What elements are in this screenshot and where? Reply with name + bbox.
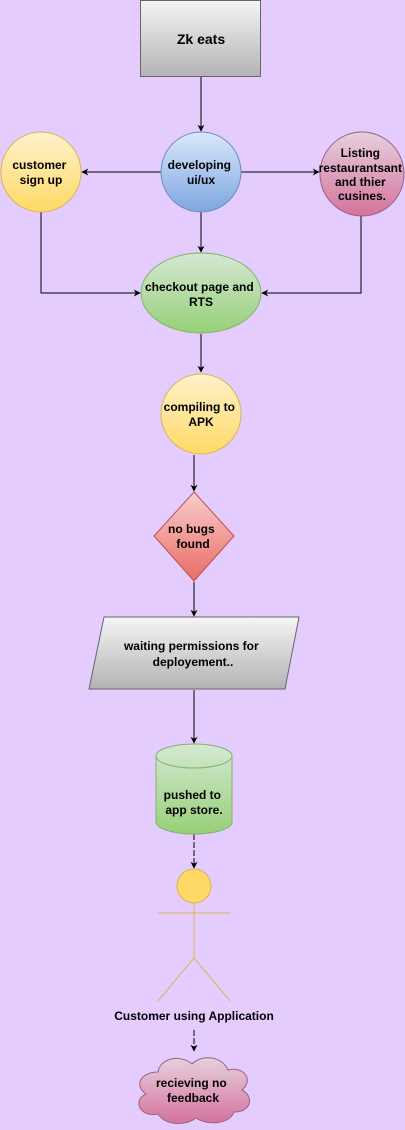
checkout-label: checkout page and RTS: [145, 280, 257, 309]
no-bugs-diamond: [153, 491, 235, 582]
feedback-line-1: recieving no: [156, 1076, 227, 1090]
no-bugs-line-1: no bugs: [168, 522, 215, 536]
listing-label: Listing restaurantsant and thier cusines…: [319, 146, 405, 203]
checkout-line-2: RTS: [189, 295, 213, 309]
cylinder-top-rim: [155, 755, 233, 769]
feedback-line-2: feedback: [167, 1091, 219, 1105]
customer-signup-line-2: sign up: [20, 173, 63, 187]
listing-line-3: and thier: [335, 175, 386, 189]
compiling-circle: [160, 373, 242, 455]
customer-signup-line-1: customer: [12, 158, 66, 172]
pushed-label: pushed to app store.: [164, 788, 225, 817]
node-no-bugs-decision: no bugs found: [153, 491, 235, 582]
arrow-signup-to-checkout: [40, 212, 141, 297]
actor-right-leg: [193, 957, 231, 1002]
no-bugs-line-2: found: [176, 537, 209, 551]
connectors: [40, 77, 362, 1052]
feedback-label: recieving no feedback: [156, 1076, 230, 1105]
node-feedback-cloud: recieving no feedback: [138, 1057, 250, 1124]
listing-line-1: Listing: [341, 146, 380, 160]
node-compiling-apk: compiling to APK: [160, 373, 242, 455]
developing-circle: [160, 131, 242, 213]
zk-eats-box: [140, 0, 261, 77]
listing-circle: [319, 131, 405, 217]
actor-left-leg: [157, 957, 195, 1002]
compiling-line-1: compiling to: [164, 400, 235, 414]
actor-label: Customer using Application: [114, 1009, 274, 1023]
actor-head: [176, 868, 212, 904]
waiting-line-2: deployement..: [153, 655, 234, 669]
node-listing-restaurants: Listing restaurantsant and thier cusines…: [319, 131, 405, 217]
zk-eats-label: Zk eats: [177, 31, 225, 47]
node-app-store-cylinder: pushed to app store.: [155, 743, 233, 835]
feedback-cloud-shape: [138, 1057, 250, 1124]
developing-line-1: developing: [168, 158, 231, 172]
checkout-line-1: checkout page and: [145, 280, 254, 294]
customer-signup-circle: [0, 131, 82, 213]
no-bugs-label: no bugs found: [168, 522, 218, 551]
node-customer-signup: customer sign up: [0, 131, 82, 213]
arrow-listing-to-checkout: [261, 216, 362, 297]
listing-line-2: restaurantsant: [319, 161, 402, 175]
compiling-line-2: APK: [188, 415, 214, 429]
compiling-label: compiling to APK: [164, 400, 239, 429]
developing-label: developing ui/ux: [168, 158, 235, 187]
node-checkout-page: checkout page and RTS: [140, 252, 262, 334]
waiting-label: waiting permissions for deployement..: [123, 639, 262, 669]
waiting-line-1: waiting permissions for: [123, 639, 259, 653]
listing-line-4: cusines.: [338, 189, 386, 203]
node-zk-eats: Zk eats: [140, 0, 261, 77]
customer-signup-label: customer sign up: [12, 158, 69, 187]
node-waiting-permissions: waiting permissions for deployement..: [88, 616, 300, 690]
developing-line-2: ui/ux: [187, 173, 215, 187]
pushed-line-1: pushed to: [164, 788, 221, 802]
node-customer-actor: Customer using Application: [114, 868, 274, 1023]
checkout-ellipse: [140, 252, 262, 334]
node-developing-uiux: developing ui/ux: [160, 131, 242, 213]
waiting-parallelogram: [88, 616, 300, 690]
pushed-line-2: app store.: [165, 803, 222, 817]
